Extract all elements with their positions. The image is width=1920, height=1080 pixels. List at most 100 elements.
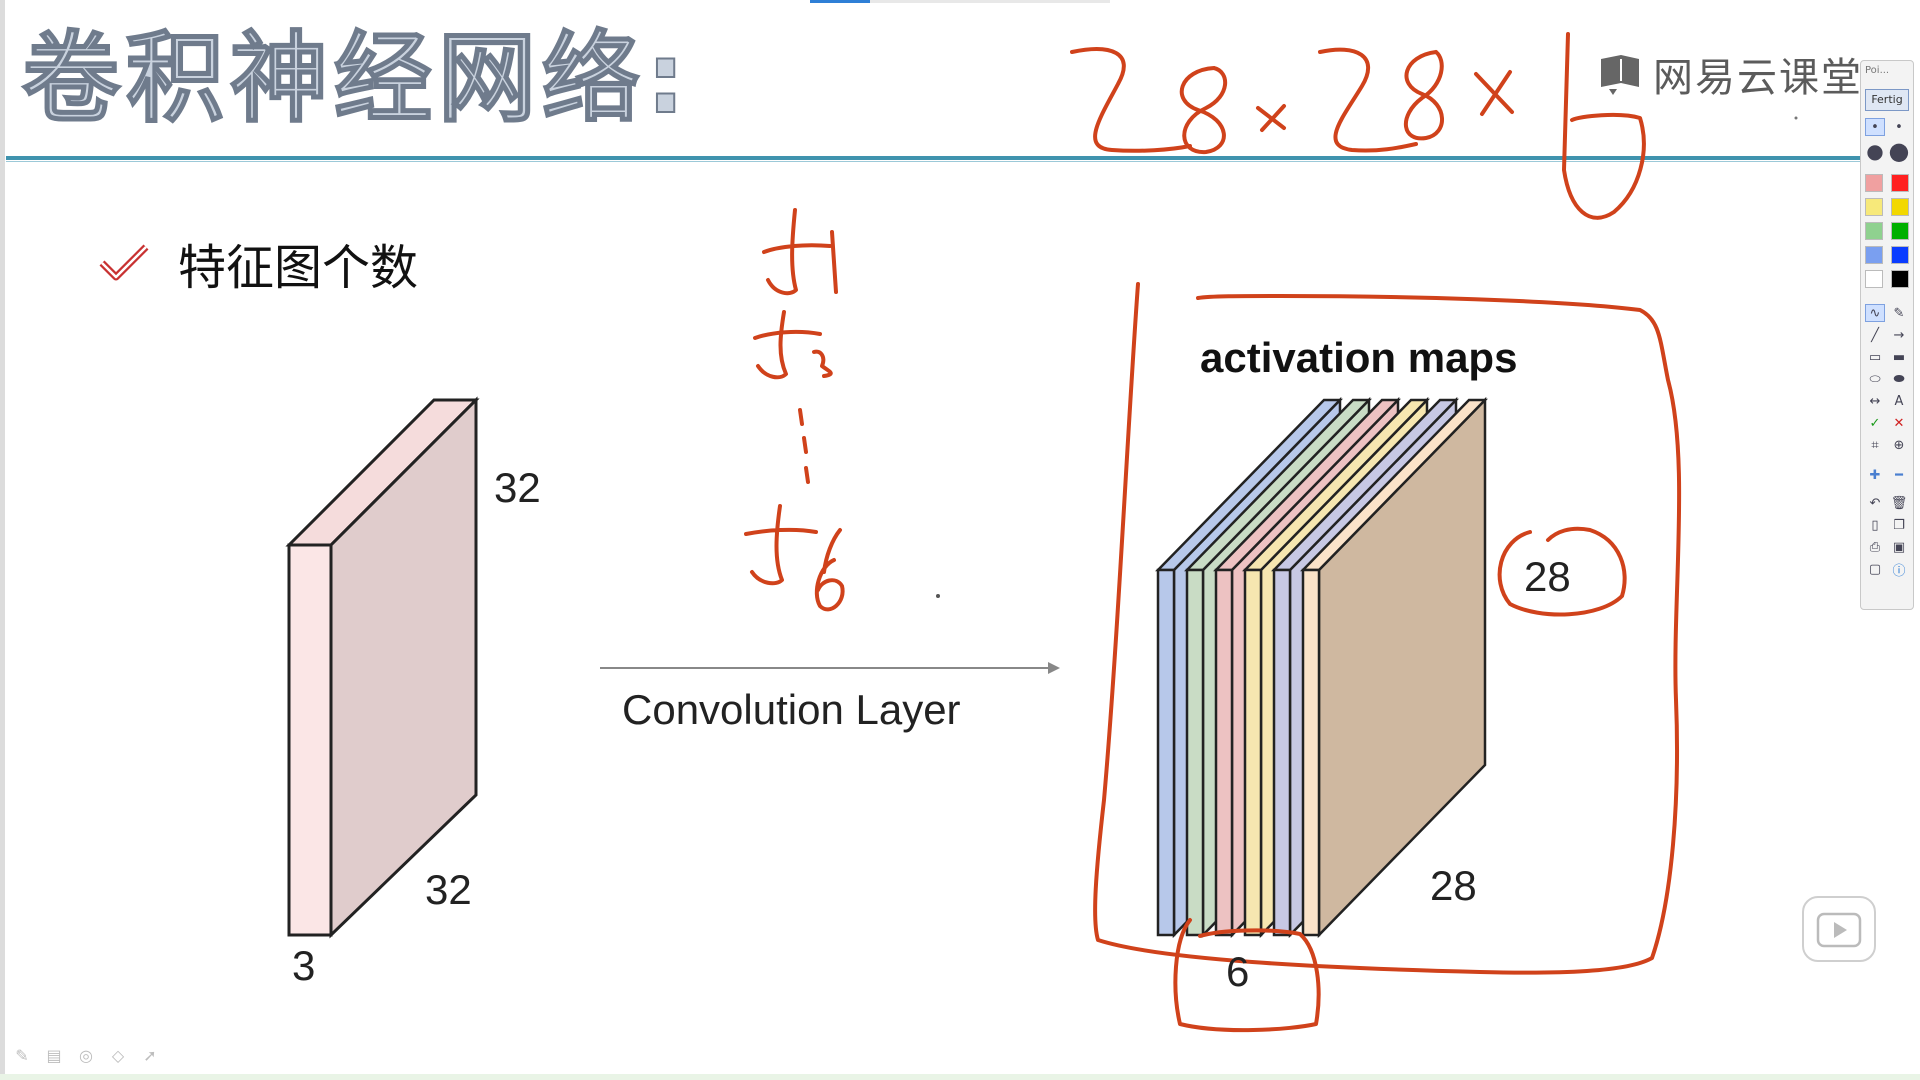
crop-tool-icon[interactable]: ⌗ <box>1871 437 1879 453</box>
pointer-icon[interactable]: ➚ <box>143 1046 157 1065</box>
tool-row-1: ∿ ✎ <box>1865 303 1909 323</box>
pen-size-small-dot[interactable]: • <box>1865 118 1885 136</box>
slides-icon[interactable]: ▤ <box>46 1046 62 1065</box>
pen-size-xlarge-dot[interactable]: ● <box>1888 137 1910 165</box>
plus-icon[interactable]: ✚ <box>1869 467 1881 483</box>
stray-dot <box>936 594 940 598</box>
annotation-circle-6 <box>1173 918 1321 1033</box>
cross-mark-tool-icon[interactable]: ✕ <box>1893 415 1905 431</box>
activation-map-front-face <box>1243 568 1263 937</box>
freehand-pen-icon[interactable]: ∿ <box>1865 304 1885 322</box>
color-swatch-row <box>1865 245 1909 265</box>
color-swatch[interactable] <box>1865 174 1883 192</box>
play-icon <box>1816 912 1862 948</box>
annotation-loop-around-maps <box>1093 282 1682 975</box>
save-icon[interactable]: ▣ <box>1892 539 1906 555</box>
color-swatch[interactable] <box>1891 222 1909 240</box>
output-depth-label: 6 <box>1226 948 1250 995</box>
logo-text: 网易云课堂 <box>1653 55 1863 101</box>
activation-maps <box>1155 396 1488 939</box>
pen-tool-palette[interactable]: Poi... Fertig • • ● ● ∿ ✎ ╱ → ▭ ▬ ⬭ ⬬ ↔ … <box>1860 60 1914 610</box>
color-swatch-row <box>1865 197 1909 217</box>
slide-tool-bar: ✎ ▤ ◎ ◇ ➚ <box>12 1046 160 1066</box>
eye-icon[interactable]: ◎ <box>79 1046 93 1065</box>
slide-title: 卷积神经网络: <box>21 21 692 137</box>
handwritten-annotations <box>744 32 1682 1033</box>
color-swatch-row <box>1865 269 1909 289</box>
marker-icon[interactable]: ◇ <box>111 1046 125 1065</box>
title-underline-highlight <box>6 161 1861 162</box>
tool-row-10: ▯ ❐ <box>1865 515 1909 535</box>
color-swatch[interactable] <box>1891 174 1909 192</box>
tool-row-12: ▢ ⓘ <box>1865 559 1909 579</box>
arrow-tool-icon[interactable]: → <box>1893 327 1905 343</box>
tool-row-8: ✚ ━ <box>1865 465 1909 485</box>
double-arrow-tool-icon[interactable]: ↔ <box>1869 393 1881 409</box>
check-icon <box>99 244 149 281</box>
input-height-label: 32 <box>494 464 541 511</box>
tool-row-5: ↔ A <box>1865 391 1909 411</box>
activation-maps-title: activation maps <box>1200 334 1518 381</box>
print-icon[interactable]: ⎙ <box>1869 539 1881 555</box>
input-volume-front-face <box>287 543 333 937</box>
color-swatch[interactable] <box>1865 246 1883 264</box>
bottom-edge <box>0 1074 1920 1080</box>
activation-map-front-face <box>1301 568 1321 937</box>
color-swatch[interactable] <box>1891 198 1909 216</box>
color-swatch[interactable] <box>1865 198 1883 216</box>
input-volume <box>285 396 480 939</box>
copy-icon[interactable]: ❐ <box>1893 517 1905 533</box>
tool-row-4: ⬭ ⬬ <box>1865 369 1909 389</box>
undo-icon[interactable]: ↶ <box>1869 495 1881 511</box>
palette-tab[interactable]: Poi... <box>1865 65 1890 76</box>
video-play-button[interactable] <box>1802 896 1876 962</box>
filled-ellipse-tool-icon[interactable]: ⬬ <box>1893 371 1905 387</box>
ellipse-tool-icon[interactable]: ⬭ <box>1869 371 1881 387</box>
convolution-layer-label: Convolution Layer <box>622 686 961 733</box>
convolution-arrow <box>600 662 1060 674</box>
title-underline <box>6 156 1861 160</box>
output-width-label: 28 <box>1430 862 1477 909</box>
pen-icon[interactable]: ✎ <box>15 1046 29 1065</box>
tool-row-2: ╱ → <box>1865 325 1909 345</box>
window-left-edge <box>0 0 5 1080</box>
color-swatch[interactable] <box>1865 222 1883 240</box>
annotation-28x28x6 <box>1070 32 1646 220</box>
rectangle-tool-icon[interactable]: ▭ <box>1868 349 1882 365</box>
minus-icon[interactable]: ━ <box>1895 467 1903 483</box>
check-mark-tool-icon[interactable]: ✓ <box>1869 415 1881 431</box>
trash-icon[interactable]: 🗑 <box>1890 495 1908 511</box>
input-depth-label: 3 <box>292 942 316 989</box>
tool-row-9: ↶ 🗑 <box>1865 493 1909 513</box>
color-swatch[interactable] <box>1891 246 1909 264</box>
info-icon[interactable]: ⓘ <box>1892 563 1906 579</box>
bullet-text: 特征图个数 <box>178 240 419 296</box>
annotation-circle-28 <box>1497 526 1627 617</box>
activation-map-slice <box>1300 396 1488 939</box>
tool-row-6: ✓ ✕ <box>1865 413 1909 433</box>
pen-size-row-2: ● ● <box>1865 137 1910 165</box>
color-swatch[interactable] <box>1865 270 1883 288</box>
line-tool-icon[interactable]: ╱ <box>1871 327 1879 343</box>
new-page-icon[interactable]: ▯ <box>1871 517 1879 533</box>
text-tool-icon[interactable]: A <box>1894 393 1904 409</box>
tool-row-3: ▭ ▬ <box>1865 347 1909 367</box>
tool-row-11: ⎙ ▣ <box>1865 537 1909 557</box>
pen-size-large-dot[interactable]: ● <box>1866 139 1884 163</box>
pen-size-medium-dot[interactable]: • <box>1895 119 1903 135</box>
palette-done-button[interactable]: Fertig <box>1865 89 1909 111</box>
eraser-icon[interactable]: ✎ <box>1893 305 1905 321</box>
activation-map-front-face <box>1272 568 1292 937</box>
netease-cloud-classroom-logo: 网易云课堂 <box>1597 45 1863 103</box>
activation-map-front-face <box>1214 568 1234 937</box>
screen-icon[interactable]: ▢ <box>1868 561 1882 577</box>
annotation-filter-list <box>744 208 845 612</box>
color-swatch[interactable] <box>1891 270 1909 288</box>
top-progress-bar <box>810 0 1110 3</box>
top-progress-accent <box>810 0 870 3</box>
input-width-label: 32 <box>425 866 472 913</box>
pen-size-row-1: • • <box>1865 117 1909 137</box>
filled-rectangle-tool-icon[interactable]: ▬ <box>1892 349 1906 365</box>
zoom-tool-icon[interactable]: ⊕ <box>1893 437 1905 453</box>
